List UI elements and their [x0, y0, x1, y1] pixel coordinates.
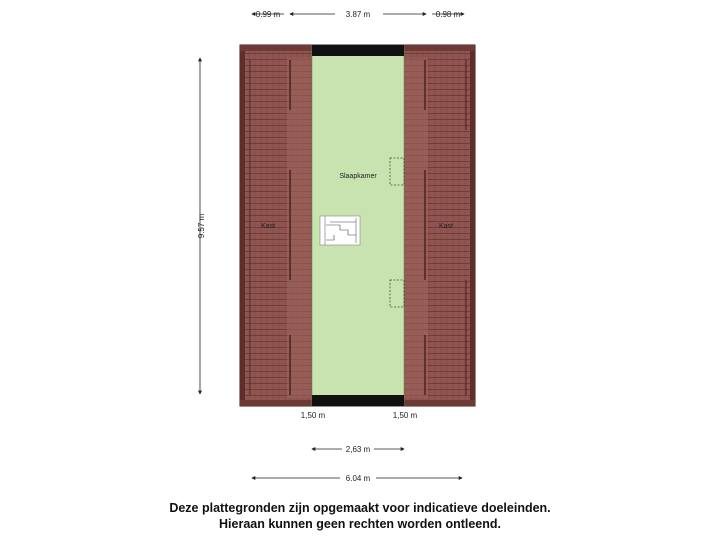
dim-low-left: 1,50 m — [301, 411, 326, 420]
wall-top — [312, 45, 404, 56]
staircase — [319, 215, 361, 246]
dim-total-width: 6.04 m — [346, 474, 371, 483]
room-label-kast-right: Kast — [439, 223, 453, 230]
wall-bottom — [312, 395, 404, 406]
disclaimer-line-2: Hieraan kunnen geen rechten worden ontle… — [219, 517, 501, 531]
room-label-slaapkamer: Slaapkamer — [339, 173, 377, 180]
dim-inner-width: 2,63 m — [346, 445, 371, 454]
disclaimer-line-1: Deze plattegronden zijn opgemaakt voor i… — [169, 501, 551, 515]
room-label-kast-left: Kast — [261, 223, 275, 230]
dim-top-right: 0.98 m — [436, 10, 461, 19]
dormer-lower — [389, 279, 405, 308]
building — [239, 44, 476, 407]
dim-top-left: 0.99 m — [256, 10, 281, 19]
dormer-upper — [389, 157, 405, 186]
dim-low-right: 1,50 m — [393, 411, 418, 420]
dim-side-height: 9.57 m — [197, 213, 206, 238]
dim-top-middle: 3.87 m — [346, 10, 371, 19]
